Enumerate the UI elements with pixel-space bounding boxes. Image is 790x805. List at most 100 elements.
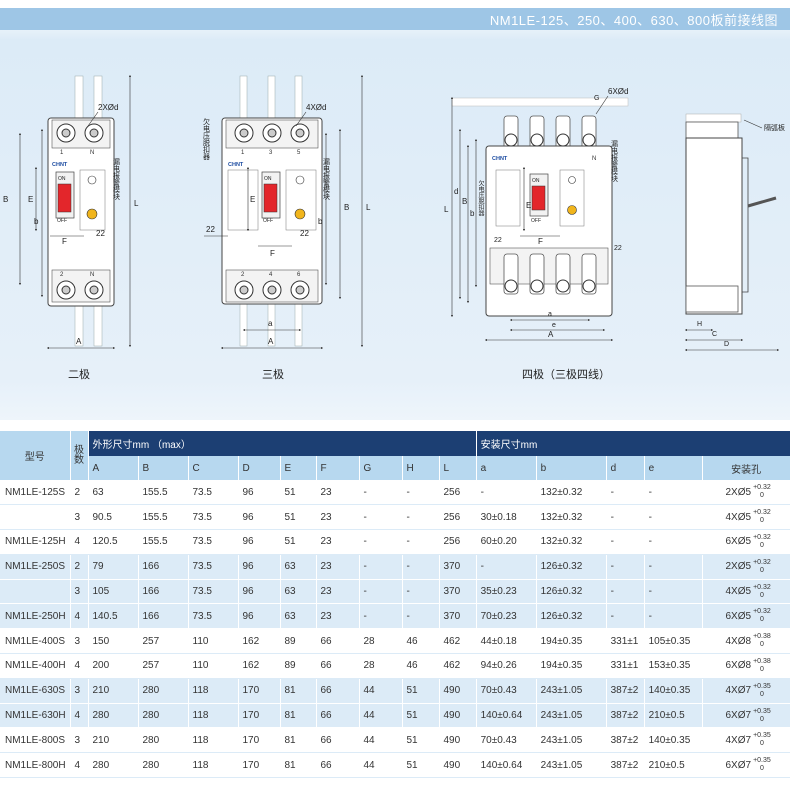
cell-poles: 4 (70, 529, 89, 555)
cell-E: 89 (280, 628, 317, 655)
cell-e: 105±0.35 (644, 628, 703, 655)
cell-C: 73.5 (188, 504, 239, 531)
hole-size: 6XØ8 (725, 660, 752, 672)
cell-H: - (402, 554, 440, 580)
cell-F: 23 (316, 579, 360, 605)
four-pole-dim-a: A (548, 330, 554, 339)
cell-H: - (402, 603, 440, 630)
four-pole-brand: CHNT (492, 156, 508, 162)
cell-b: 126±0.32 (536, 603, 607, 630)
cell-model: NM1LE-800S (0, 727, 71, 754)
two-pole-on: ON (58, 176, 66, 182)
tolerance-upper: +0.32 (753, 533, 771, 541)
three-pole-terminal-1: 1 (241, 150, 245, 156)
col-E: E (280, 456, 317, 480)
cell-model: NM1LE-125S (0, 480, 71, 506)
cell-E: 51 (280, 504, 317, 531)
cell-L: 256 (439, 480, 477, 506)
two-pole-terminal-n2: N (90, 272, 94, 278)
cell-a: 70±0.23 (476, 603, 537, 630)
cell-model: NM1LE-400S (0, 628, 71, 655)
tolerance-upper: +0.32 (753, 558, 771, 566)
cell-G: 44 (359, 727, 403, 754)
cell-G: - (359, 603, 403, 630)
cell-L: 490 (439, 727, 477, 754)
two-pole-dim-b: b (34, 217, 39, 226)
cell-a: 30±0.18 (476, 504, 537, 531)
cell-D: 96 (238, 529, 281, 555)
cell-A: 200 (88, 653, 139, 679)
col-D: D (238, 456, 281, 480)
four-pole-dim-b: b (470, 209, 475, 218)
cell-B: 166 (138, 554, 189, 580)
cell-L: 256 (439, 529, 477, 555)
tolerance-lower: 0 (759, 665, 764, 673)
cell-d: - (606, 554, 645, 580)
tolerance-lower: 0 (759, 690, 764, 698)
cell-H: - (402, 504, 440, 531)
tolerance-lower: 0 (759, 591, 764, 599)
col-e: e (644, 456, 703, 480)
cell-F: 23 (316, 504, 360, 531)
cell-e: - (644, 554, 703, 580)
cell-A: 210 (88, 727, 139, 754)
tolerance-lower: 0 (759, 517, 764, 525)
col-C: C (188, 456, 239, 480)
cell-E: 63 (280, 579, 317, 605)
hole-size: 4XØ5 (725, 511, 752, 523)
cell-A: 105 (88, 579, 139, 605)
four-pole-off: OFF (531, 218, 541, 224)
col-G: G (359, 456, 403, 480)
cell-B: 280 (138, 703, 189, 729)
caption-two-pole: 二极 (68, 369, 90, 381)
cell-model (0, 504, 71, 531)
cell-model (0, 579, 71, 605)
cell-A: 140.5 (88, 603, 139, 630)
side-view-label: 隔弧板 (764, 123, 785, 132)
cell-G: 44 (359, 703, 403, 729)
cell-a: - (476, 480, 537, 506)
cell-F: 66 (316, 703, 360, 729)
side-view-dim-h: H (697, 321, 702, 328)
three-pole-drawing: 1 3 5 CHNT ON OFF 欠电压脱扣器 漏电报警模块 2 4 6 4X… (203, 74, 371, 350)
three-pole-side-label-1: 欠电压脱扣器 (203, 117, 211, 161)
cell-H: 51 (402, 678, 440, 704)
cell-G: 28 (359, 628, 403, 655)
cell-a: 140±0.64 (476, 752, 537, 779)
cell-a: 60±0.20 (476, 529, 537, 555)
two-pole-dim-e: E (28, 195, 33, 204)
tolerance-upper: +0.38 (753, 633, 771, 641)
cell-poles: 3 (70, 628, 89, 655)
tolerance-lower: 0 (759, 765, 764, 773)
cell-D: 96 (238, 504, 281, 531)
cell-F: 23 (316, 529, 360, 555)
col-H: H (402, 456, 440, 480)
cell-A: 79 (88, 554, 139, 580)
four-pole-dim-22-right: 22 (614, 245, 622, 252)
col-L: L (439, 456, 477, 480)
spec-table-wrap: 型号 极数 外形尺寸mm （max） 安装尺寸mm A B C D E F G … (0, 431, 790, 779)
cell-E: 51 (280, 480, 317, 506)
cell-a: 140±0.64 (476, 703, 537, 729)
cell-C: 110 (188, 653, 239, 679)
hole-size: 6XØ7 (725, 759, 752, 771)
four-pole-dim-e: E (526, 201, 531, 210)
cell-model: NM1LE-250S (0, 554, 71, 580)
cell-C: 118 (188, 678, 239, 704)
